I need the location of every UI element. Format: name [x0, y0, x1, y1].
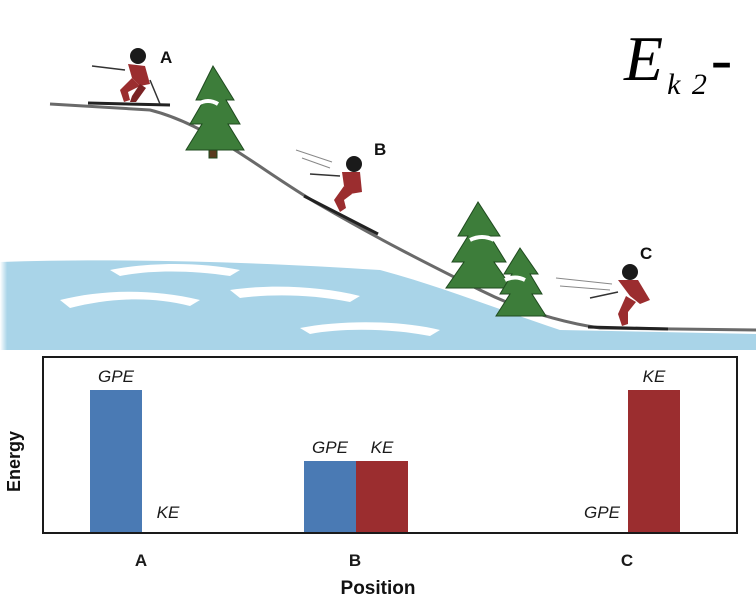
bar-label-gpe-c: GPE [584, 503, 621, 522]
skier-b-icon [295, 149, 379, 236]
skier-b-label: B [374, 140, 387, 159]
snow-shadow [0, 260, 756, 350]
x-tick-c: C [621, 551, 633, 570]
x-axis-title: Position [340, 578, 416, 599]
bar-gpe-b [304, 461, 356, 532]
bar-label-gpe-b: GPE [312, 438, 349, 457]
ski-slope-scene [0, 48, 756, 350]
x-tick-a: A [135, 551, 147, 570]
skier-c-label: C [640, 244, 653, 263]
bar-label-gpe-a: GPE [98, 367, 135, 386]
skier-a-icon [87, 48, 171, 107]
bar-gpe-a [90, 390, 142, 532]
bar-label-ke-a: KE [157, 503, 180, 522]
energy-chart-frame [42, 356, 738, 534]
tree-icon [445, 201, 513, 289]
formula-trail: - [710, 23, 733, 94]
formula-subscript: k 2 [667, 68, 709, 101]
bar-label-ke-b: KE [371, 438, 394, 457]
x-tick-b: B [349, 551, 361, 570]
skier-a-label: A [160, 48, 173, 67]
bar-ke-c [628, 390, 680, 532]
bar-ke-b [356, 461, 408, 532]
formula-symbol: E [624, 23, 664, 94]
bar-label-ke-c: KE [643, 367, 666, 386]
tree-icon [495, 247, 547, 317]
y-axis-title: Energy [4, 430, 24, 492]
skier-c-icon [555, 264, 669, 331]
